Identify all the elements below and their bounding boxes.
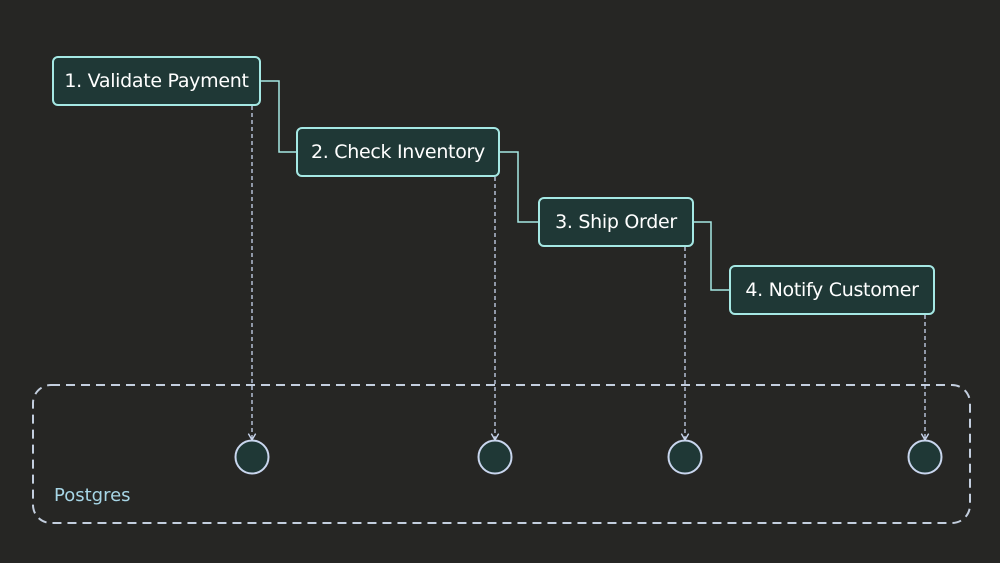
connector-step3-to-step4	[694, 221, 729, 291]
step-validate-payment: 1. Validate Payment	[52, 56, 261, 106]
connector-step1-to-step2	[261, 80, 296, 153]
step-ship-order: 3. Ship Order	[538, 197, 694, 247]
postgres-label: Postgres	[54, 485, 131, 506]
connector-step2-to-step3	[500, 151, 538, 223]
db-record-node-3	[667, 439, 703, 475]
db-record-node-2	[477, 439, 513, 475]
db-record-node-4	[907, 439, 943, 475]
db-record-node-1	[234, 439, 270, 475]
step-notify-customer: 4. Notify Customer	[729, 265, 935, 315]
step-check-inventory: 2. Check Inventory	[296, 127, 500, 177]
postgres-container	[32, 384, 971, 524]
